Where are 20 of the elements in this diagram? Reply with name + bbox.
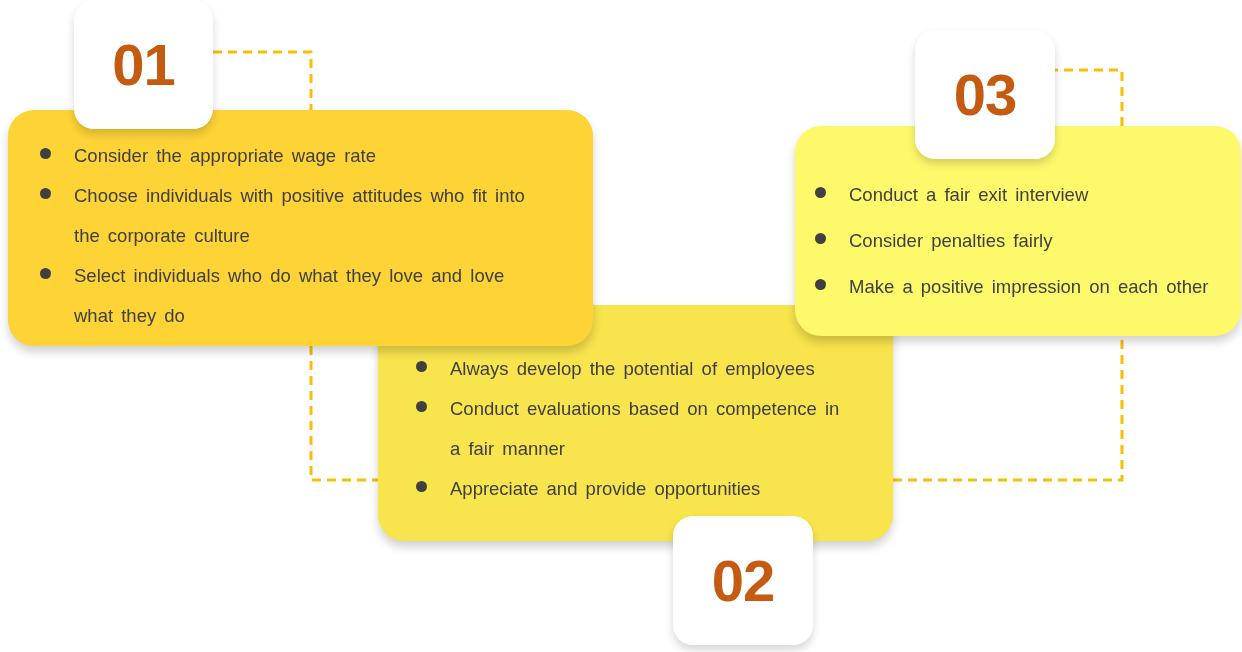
bullet-card	[795, 126, 1241, 336]
bullet-text: Appreciate and provide opportunities	[450, 477, 762, 501]
number-badge	[673, 516, 813, 645]
bullet-text: Conduct evaluations based on competence in a fair manner	[450, 397, 841, 461]
dashed-connector	[213, 50, 313, 110]
bullet-text: Choose individuals with positive attitudes who fit into the corporate culture	[74, 184, 526, 248]
step-number: 02	[711, 551, 775, 610]
step-number: 01	[112, 35, 175, 94]
bullet-text: Make a positive impression on each other	[849, 275, 1210, 299]
dashed-connector	[1055, 68, 1124, 126]
bullet-text: Consider the appropriate wage rate	[74, 144, 377, 168]
bullet-text: Conduct a fair exit interview	[849, 183, 1090, 207]
bullet-text: Consider penalties fairly	[849, 229, 1054, 253]
dashed-connector	[309, 346, 378, 482]
bullet-text: Select individuals who do what they love and love what they do	[74, 264, 506, 328]
step-number: 03	[953, 65, 1017, 124]
number-badge	[74, 0, 213, 129]
bullet-text: Always develop the potential of employees	[450, 357, 816, 381]
number-badge	[915, 30, 1055, 159]
bullet-card	[8, 110, 593, 346]
